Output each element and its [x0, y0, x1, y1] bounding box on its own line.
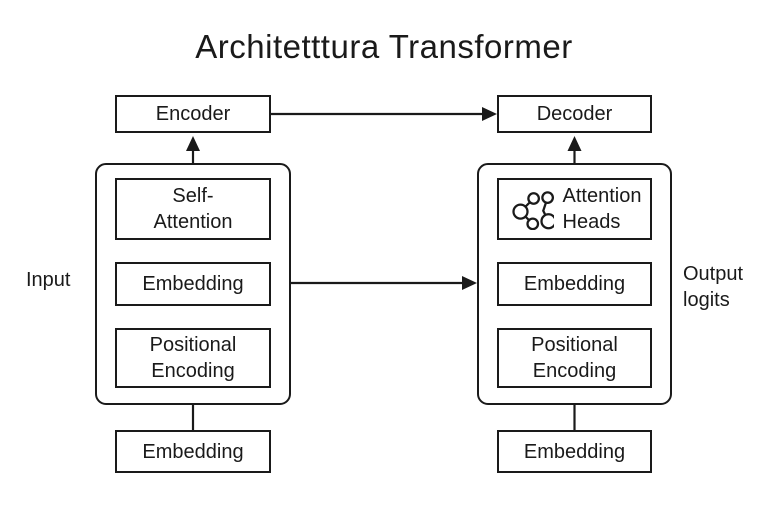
decoder-embedding-box: Embedding — [497, 262, 652, 306]
graph-node — [526, 192, 540, 205]
graph-node — [525, 217, 539, 230]
graph-node — [539, 213, 554, 230]
encoder-input-embedding-box: Embedding — [115, 430, 271, 473]
encoder-embedding-box: Embedding — [115, 262, 271, 306]
diagram-title: Architetttura Transformer — [195, 28, 573, 65]
decoder-positional-encoding-box: Positional Encoding — [497, 328, 652, 388]
decoder-input-embedding-box: Embedding — [497, 430, 652, 473]
graph-node — [511, 203, 529, 220]
attention-heads-label: Attention Heads — [562, 185, 642, 233]
encoder-stack-to-decoder-stack-arrowhead — [462, 276, 477, 290]
right-stack-to-decoder-arrowhead — [567, 136, 582, 151]
self-attention-box: Self- Attention — [115, 178, 271, 240]
encoder-to-decoder-arrowhead — [482, 107, 497, 121]
decoder-box: Decoder — [497, 95, 652, 133]
attention-heads-box: Attention Heads — [497, 178, 652, 240]
left-stack-to-encoder-arrowhead — [186, 136, 200, 151]
output-logits-label: Output logits — [683, 263, 744, 311]
input-label: Input — [26, 269, 71, 291]
graph-nodes-icon — [511, 191, 554, 230]
graph-node — [540, 191, 554, 205]
encoder-box: Encoder — [115, 95, 271, 133]
encoder-positional-encoding-box: Positional Encoding — [115, 328, 271, 388]
